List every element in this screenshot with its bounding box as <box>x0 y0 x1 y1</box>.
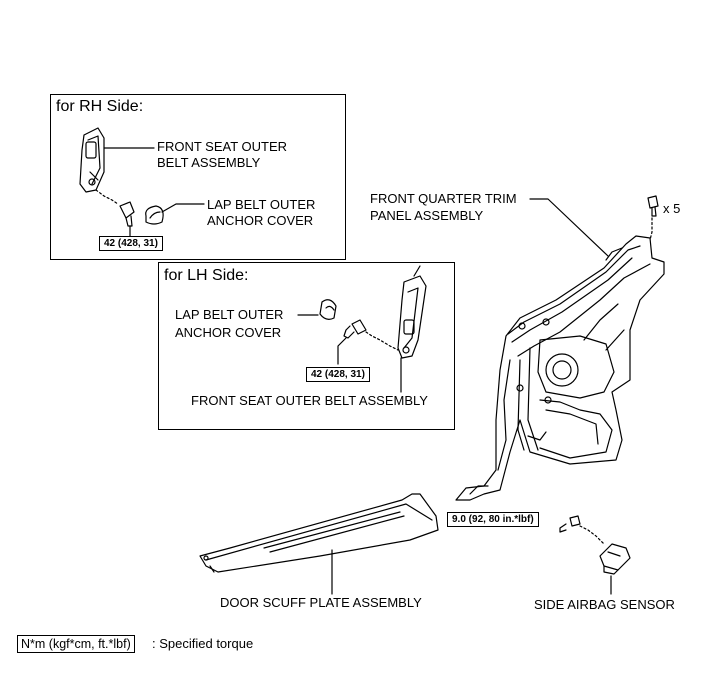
sensor-label: SIDE AIRBAG SENSOR <box>534 597 675 612</box>
lh-belt-label: FRONT SEAT OUTER BELT ASSEMBLY <box>191 393 428 408</box>
rh-side-title: for RH Side: <box>56 98 144 115</box>
lh-cover-label-line2: ANCHOR COVER <box>175 325 282 340</box>
lh-side-box <box>158 262 455 430</box>
lh-torque-badge: 42 (428, 31) <box>306 367 370 382</box>
trim-label-line1: FRONT QUARTER TRIM <box>370 191 517 206</box>
rh-cover-label-line2: ANCHOR COVER <box>207 213 314 228</box>
rh-cover-label-line1: LAP BELT OUTER <box>207 197 316 212</box>
lh-side-title: for LH Side: <box>164 267 249 284</box>
legend-description: : Specified torque <box>152 636 254 651</box>
door-scuff-plate <box>199 493 439 573</box>
clip-count: x 5 <box>663 201 681 216</box>
rh-side-box <box>50 94 346 260</box>
rh-bolt <box>119 201 135 227</box>
rh-belt-label-line2: BELT ASSEMBLY <box>157 155 261 170</box>
lh-bolt <box>343 319 367 339</box>
scuff-plate-label: DOOR SCUFF PLATE ASSEMBLY <box>220 595 422 610</box>
quarter-trim-panel <box>455 235 665 501</box>
trim-clip <box>647 195 659 217</box>
rh-torque-badge: 42 (428, 31) <box>99 236 163 251</box>
sensor-bolt <box>559 515 581 533</box>
sensor-torque-badge: 9.0 (92, 80 in.*lbf) <box>447 512 539 527</box>
trim-label-line2: PANEL ASSEMBLY <box>370 208 484 223</box>
lh-anchor-cover <box>319 299 337 320</box>
lh-belt-assembly <box>397 265 427 359</box>
airbag-sensor <box>599 543 631 575</box>
legend-torque-unit: N*m (kgf*cm, ft.*lbf) <box>17 635 135 653</box>
lh-cover-label-line1: LAP BELT OUTER <box>175 307 284 322</box>
rh-belt-label-line1: FRONT SEAT OUTER <box>157 139 288 154</box>
